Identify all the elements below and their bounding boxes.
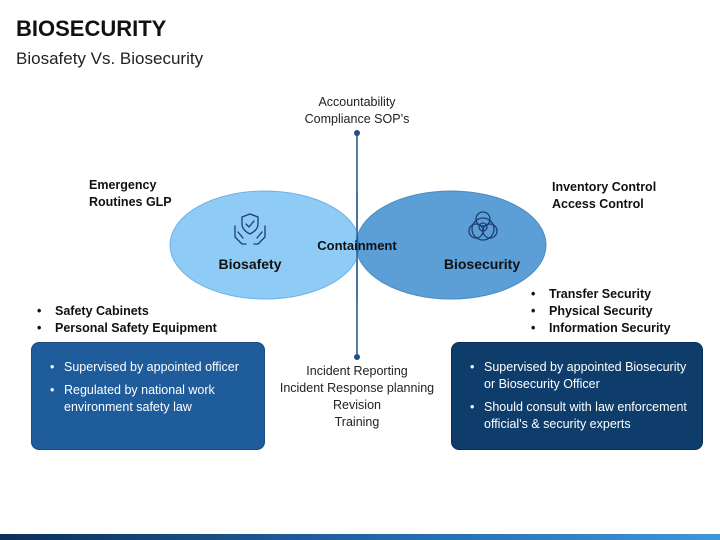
emergency-label: Emergency — [89, 178, 157, 192]
training-label: Training — [334, 415, 380, 429]
incident-reporting-label: Incident Reporting — [306, 364, 408, 378]
accountability-label: Accountability — [318, 95, 396, 109]
left-bullet-list: Safety Cabinets Personal Safety Equipmen… — [31, 303, 217, 337]
page-subtitle: Biosafety Vs. Biosecurity — [16, 49, 204, 68]
access-control-label: Access Control — [552, 197, 644, 211]
list-item: Supervised by appointed officer — [44, 359, 252, 376]
footer-bar — [0, 534, 720, 540]
list-item: Safety Cabinets — [31, 303, 217, 320]
list-item: Personal Safety Equipment — [31, 320, 217, 337]
revision-label: Revision — [333, 398, 381, 412]
routines-glp-label: Routines GLP — [89, 195, 172, 209]
containment-label: Containment — [317, 238, 397, 253]
axis-bottom-dot — [354, 354, 360, 360]
compliance-sop-label: Compliance SOP’s — [304, 112, 410, 126]
inventory-control-label: Inventory Control — [552, 180, 657, 194]
right-bullet-list: Transfer Security Physical Security Info… — [525, 286, 671, 337]
page-title: BIOSECURITY — [16, 16, 167, 41]
list-item: Transfer Security — [525, 286, 671, 303]
shield-hands-icon — [234, 213, 266, 245]
biosecurity-label: Biosecurity — [443, 256, 521, 272]
incident-response-label: Incident Response planning — [279, 381, 435, 395]
biosecurity-info-box: Supervised by appointed Biosecurity or B… — [451, 342, 703, 450]
list-item: Regulated by national work environment s… — [44, 382, 252, 416]
biosafety-info-box: Supervised by appointed officer Regulate… — [31, 342, 265, 450]
biohazard-icon — [468, 211, 498, 241]
biosafety-label: Biosafety — [218, 256, 282, 272]
axis-top-dot — [354, 130, 360, 136]
bottom-center-text: Incident Reporting Incident Response pla… — [267, 363, 447, 431]
list-item: Physical Security — [525, 303, 671, 320]
list-item: Supervised by appointed Biosecurity or B… — [464, 359, 690, 393]
top-center-text: Accountability Compliance SOP’s — [277, 94, 437, 128]
left-top-label: Emergency Routines GLP — [89, 177, 172, 211]
list-item: Should consult with law enforcement offi… — [464, 399, 690, 433]
list-item: Information Security — [525, 320, 671, 337]
right-top-label: Inventory Control Access Control — [552, 179, 656, 213]
